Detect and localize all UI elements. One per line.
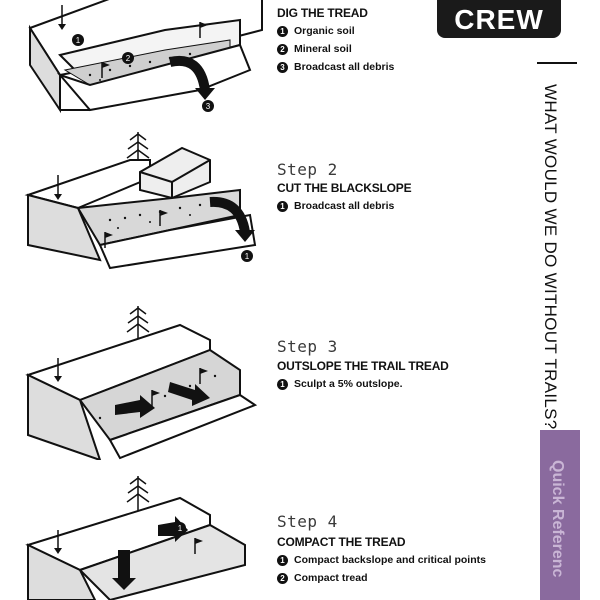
vertical-tagline: WHAT WOULD WE DO WITHOUT TRAILS? bbox=[541, 84, 560, 430]
step3-title: Step 3 bbox=[277, 337, 338, 356]
step4-title: Step 4 bbox=[277, 512, 338, 531]
step2-bullet-1: 1 Broadcast all debris bbox=[277, 200, 394, 212]
bullet-number-icon: 3 bbox=[277, 61, 288, 73]
step4-illustration: 1 bbox=[25, 476, 246, 600]
step4-heading: COMPACT THE TREAD bbox=[277, 535, 406, 549]
bullet-text: Compact backslope and critical points bbox=[294, 554, 486, 566]
quick-reference-tab[interactable] bbox=[540, 430, 580, 600]
bullet-text: Broadcast all debris bbox=[294, 200, 395, 212]
step1-marker-3: 3 bbox=[206, 102, 211, 111]
step1-marker-1: 1 bbox=[76, 36, 81, 45]
step3-illustration bbox=[25, 306, 258, 460]
step3-bullet-1: 1 Sculpt a 5% outslope. bbox=[277, 378, 403, 390]
step4-bullet-2: 2 Compact tread bbox=[277, 572, 368, 584]
bullet-number-icon: 2 bbox=[277, 43, 288, 55]
step1-bullet-2: 2 Mineral soil bbox=[277, 43, 352, 55]
bullet-number-icon: 1 bbox=[277, 554, 288, 566]
step4-marker-1: 1 bbox=[178, 524, 183, 533]
bullet-text: Sculpt a 5% outslope. bbox=[294, 378, 403, 390]
step4-bullet-1: 1 Compact backslope and critical points bbox=[277, 554, 486, 566]
bullet-number-icon: 2 bbox=[277, 572, 288, 584]
bullet-text: Compact tread bbox=[294, 572, 368, 584]
bullet-number-icon: 1 bbox=[277, 200, 288, 212]
bullet-number-icon: 1 bbox=[277, 25, 288, 37]
step2-title: Step 2 bbox=[277, 160, 338, 179]
bullet-text: Organic soil bbox=[294, 25, 355, 37]
step2-heading: CUT THE BLACKSLOPE bbox=[277, 181, 412, 195]
step1-illustration: 1 2 3 bbox=[28, 0, 263, 114]
step2-illustration: 1 bbox=[24, 132, 257, 270]
step2-marker-1: 1 bbox=[245, 252, 250, 261]
divider-rule bbox=[537, 62, 577, 64]
quick-reference-label: Quick Referenc bbox=[549, 460, 566, 578]
step3-heading: OUTSLOPE THE TRAIL TREAD bbox=[277, 359, 449, 373]
bullet-text: Mineral soil bbox=[294, 43, 352, 55]
bullet-number-icon: 1 bbox=[277, 378, 288, 390]
step1-heading: DIG THE TREAD bbox=[277, 6, 368, 20]
step1-marker-2: 2 bbox=[126, 54, 131, 63]
crew-badge: CREW bbox=[437, 0, 561, 38]
step1-bullet-3: 3 Broadcast all debris bbox=[277, 61, 394, 73]
step1-bullet-1: 1 Organic soil bbox=[277, 25, 355, 37]
bullet-text: Broadcast all debris bbox=[294, 61, 395, 73]
